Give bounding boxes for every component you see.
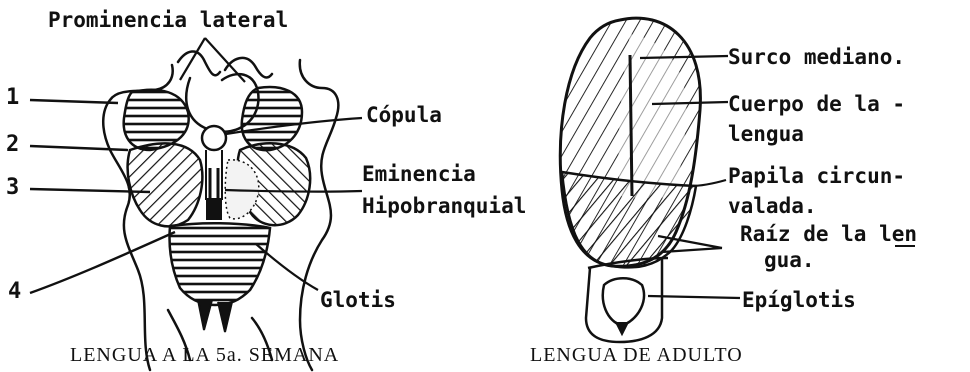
left-arch-region — [128, 143, 203, 226]
label-epiglotis: Epíglotis — [742, 288, 856, 312]
glottis-region — [169, 223, 270, 305]
median-sulcus — [630, 55, 632, 196]
raiz-underline — [895, 245, 915, 247]
label-raiz-de-la-len: Raíz de la len — [740, 222, 917, 246]
caption-left: LENGUA A LA 5a. SEMANA — [70, 344, 339, 367]
left-lateral-lobe — [124, 90, 189, 150]
label-cuerpo-de-la: Cuerpo de la - — [728, 92, 905, 116]
epiglottis-shape — [603, 278, 644, 326]
label-glotis: Glotis — [320, 288, 396, 312]
label-gua: gua. — [764, 248, 815, 272]
label-surco-mediano: Surco mediano. — [728, 45, 905, 69]
label-number-4: 4 — [8, 280, 21, 304]
label-papila: Papila circun- — [728, 164, 905, 188]
label-raiz-text: Raíz de la len — [740, 222, 917, 246]
label-cuerpo-lengua: lengua — [728, 122, 804, 146]
label-number-1: 1 — [6, 86, 19, 110]
label-eminencia: Eminencia — [362, 162, 476, 186]
caption-right: LENGUA DE ADULTO — [530, 344, 743, 367]
label-copula: Cópula — [366, 103, 442, 127]
label-prominencia-lateral: Prominencia lateral — [48, 8, 288, 32]
copula-circle — [202, 126, 226, 150]
label-number-2: 2 — [6, 133, 19, 157]
label-hipobranquial: Hipobranquial — [362, 194, 526, 218]
label-valada: valada. — [728, 194, 817, 218]
right-lateral-lobe — [242, 87, 302, 150]
tongue-root-hatch — [562, 172, 696, 267]
label-number-3: 3 — [6, 176, 19, 200]
